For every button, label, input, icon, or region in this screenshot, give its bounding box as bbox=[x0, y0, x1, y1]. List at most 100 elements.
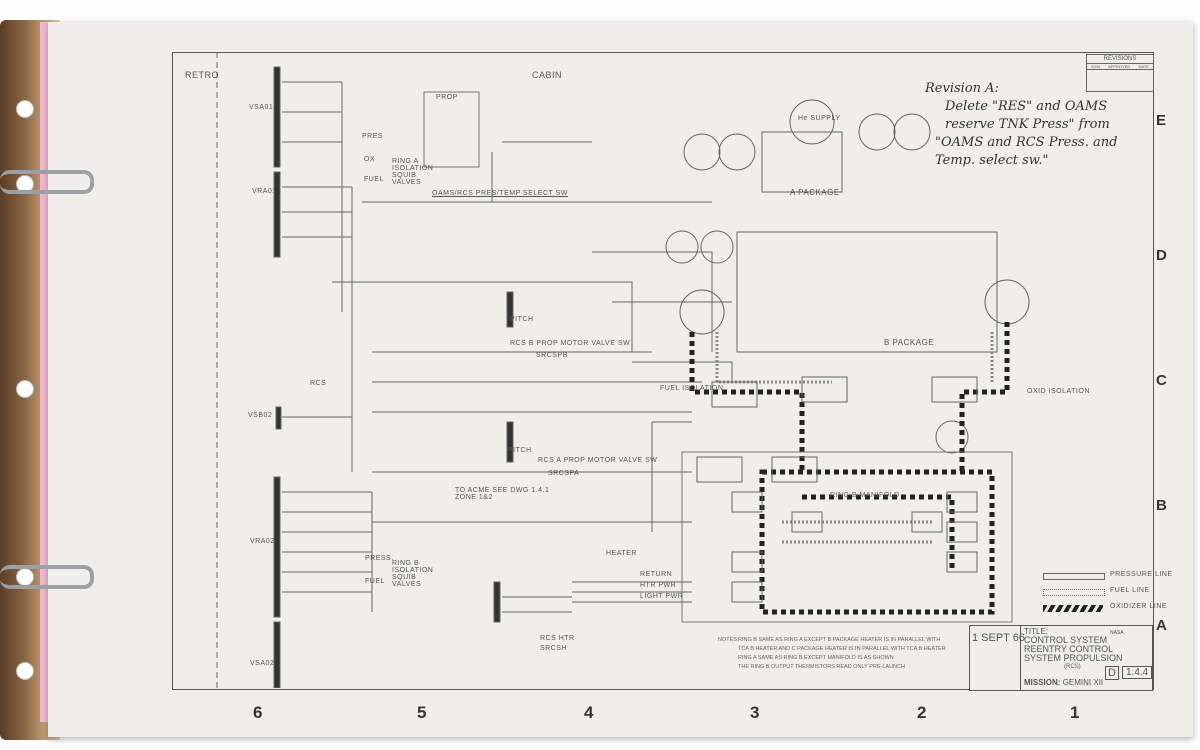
he-supply-label: He SUPPLY bbox=[798, 115, 841, 122]
revisions-box: REVISIONS SYM APPROVED DATE bbox=[1086, 54, 1154, 92]
rcs-htr-label: RCS HTR bbox=[540, 635, 575, 642]
fuel-line-swatch bbox=[1043, 589, 1105, 596]
fuel-label: FUEL bbox=[364, 176, 384, 183]
drawing-title: CONTROL SYSTEM REENTRY CONTROL SYSTEM PR… bbox=[1024, 636, 1123, 672]
fuel2-label: FUEL bbox=[365, 578, 385, 585]
notes-header: NOTES: bbox=[718, 637, 739, 643]
note-line: reserve TNK Press" from bbox=[945, 117, 1110, 132]
drawing-frame bbox=[172, 52, 1154, 690]
binder-hole bbox=[16, 380, 34, 398]
zone-letter: C bbox=[1156, 372, 1167, 389]
column-number: 3 bbox=[750, 703, 760, 722]
vra02-label: VRA02 bbox=[250, 538, 275, 545]
vra01-label: VRA01 bbox=[252, 188, 277, 195]
light-power-label: LIGHT PWR bbox=[640, 593, 684, 600]
column-number: 4 bbox=[584, 703, 594, 722]
heater-power-label: HTR PWR bbox=[640, 582, 677, 589]
b-package bbox=[665, 230, 1030, 454]
oxidizer-line-swatch bbox=[1043, 605, 1103, 612]
binder-hole bbox=[16, 100, 34, 118]
connector-vcc-a bbox=[506, 421, 514, 463]
title-label: TITLE: bbox=[1024, 627, 1049, 636]
oxidizer-lines bbox=[689, 322, 1010, 615]
zone-letter: E bbox=[1156, 112, 1167, 129]
fuel-isolation-label: FUEL ISOLATION bbox=[660, 385, 724, 392]
binder-ring bbox=[0, 565, 94, 589]
rcs-label: RCS bbox=[310, 380, 327, 387]
column-number: 1 bbox=[1070, 703, 1080, 722]
select-switch-label: OAMS/RCS PRES/TEMP SELECT SW bbox=[432, 190, 568, 197]
a-package bbox=[683, 99, 931, 193]
pitch-b-label: PITCH bbox=[510, 316, 534, 323]
drawing-date: 1 SEPT 66 bbox=[972, 632, 1025, 644]
binder-hole bbox=[16, 662, 34, 680]
title-line: (RCS) bbox=[1064, 664, 1081, 670]
connector-vra01 bbox=[273, 171, 281, 258]
rcs-b-motor-label: RCS B PROP MOTOR VALVE SW bbox=[510, 340, 631, 347]
ring-b-outline bbox=[681, 451, 1013, 623]
connector-vsb02 bbox=[275, 406, 282, 430]
note-line: "OAMS and RCS Press. and bbox=[935, 135, 1118, 150]
binder-ring bbox=[0, 170, 94, 194]
title-block: 1 SEPT 66 TITLE: CONTROL SYSTEM REENTRY … bbox=[969, 625, 1153, 691]
note-line: Delete "RES" and OAMS bbox=[945, 99, 1108, 114]
vsb02-label: VSB02 bbox=[248, 412, 273, 419]
b-package-label: B PACKAGE bbox=[884, 338, 935, 347]
zone-letter: D bbox=[1156, 247, 1167, 264]
column-number: 2 bbox=[917, 703, 927, 722]
column-number: 5 bbox=[417, 703, 427, 722]
pitch-a-label: PITCH bbox=[508, 447, 532, 454]
ox-label: OX bbox=[364, 156, 376, 163]
connector-vra02 bbox=[273, 476, 281, 618]
schematic-sheet bbox=[48, 22, 1193, 737]
prop-gauge bbox=[423, 91, 480, 168]
ring-manifold-label: RING B MANIFOLD bbox=[830, 492, 900, 499]
connector-vm bbox=[493, 581, 501, 623]
srcs-a-label: SRCSPA bbox=[548, 470, 580, 477]
oxid-isolation-label: OXID ISOLATION bbox=[1027, 388, 1090, 395]
drawing-number: 1.4.4 bbox=[1122, 666, 1153, 679]
revisions-col: DATE bbox=[1138, 64, 1149, 69]
legend-pressure-line: PRESSURE LINE bbox=[1110, 571, 1173, 578]
pres-label: PRES bbox=[362, 133, 384, 140]
vsa01-label: VSA01 bbox=[249, 104, 274, 111]
srcs-h-label: SRCSH bbox=[540, 645, 568, 652]
drawing-notes: NOTES: RING B SAME AS RING A EXCEPT B PA… bbox=[718, 636, 948, 672]
thruster-blocks bbox=[696, 376, 978, 603]
note-line: Revision A: bbox=[925, 81, 999, 96]
mission-value: GEMINI XII bbox=[1062, 678, 1104, 687]
mission-field: MISSION: GEMINI XII bbox=[1024, 678, 1103, 687]
revisions-col: APPROVED bbox=[1108, 64, 1131, 69]
note-item: THE RING B OUTPUT THERMISTORS READ ONLY … bbox=[738, 664, 905, 670]
legend-fuel-line: FUEL LINE bbox=[1110, 587, 1150, 594]
cabin-label: CABIN bbox=[532, 70, 563, 80]
ring-a-valves-label: RING A ISOLATION SQUIB VALVES bbox=[392, 158, 434, 186]
note-item: RING A SAME AS RING B EXCEPT MANIFOLD IS… bbox=[738, 655, 894, 661]
note-item: RING B SAME AS RING A EXCEPT B PACKAGE H… bbox=[738, 637, 946, 652]
prop-label: PROP bbox=[436, 94, 458, 101]
agency-label: NASA bbox=[1110, 630, 1124, 636]
pressure-line-swatch bbox=[1043, 573, 1105, 580]
srcs-b-label: SRCSPB bbox=[536, 352, 568, 359]
revisions-col: SYM bbox=[1091, 64, 1100, 69]
size-code: D bbox=[1105, 666, 1119, 680]
title-line: REENTRY CONTROL bbox=[1024, 644, 1114, 654]
wiring bbox=[282, 81, 733, 613]
mission-label: MISSION: bbox=[1024, 678, 1061, 687]
title-line: CONTROL SYSTEM bbox=[1024, 635, 1108, 645]
vsa02-label: VSA02 bbox=[250, 660, 275, 667]
column-number: 6 bbox=[253, 703, 263, 722]
handwritten-revision-note: Revision A: Delete "RES" and OAMS reserv… bbox=[925, 80, 1117, 170]
connector-vsa02 bbox=[273, 621, 281, 688]
legend-oxidizer-line: OXIDIZER LINE bbox=[1110, 603, 1168, 610]
connector-vcc-b bbox=[506, 291, 514, 328]
a-package-label: A PACKAGE bbox=[790, 188, 840, 197]
connector-vsa01 bbox=[273, 66, 281, 168]
revisions-header: REVISIONS bbox=[1087, 55, 1153, 64]
return-label: RETURN bbox=[640, 571, 673, 578]
zone-letter: A bbox=[1156, 617, 1167, 634]
schematic-drawing bbox=[216, 52, 1030, 688]
zone-letter: B bbox=[1156, 497, 1167, 514]
note-line: Temp. select sw." bbox=[935, 153, 1049, 168]
retro-label: RETRO bbox=[185, 70, 219, 80]
